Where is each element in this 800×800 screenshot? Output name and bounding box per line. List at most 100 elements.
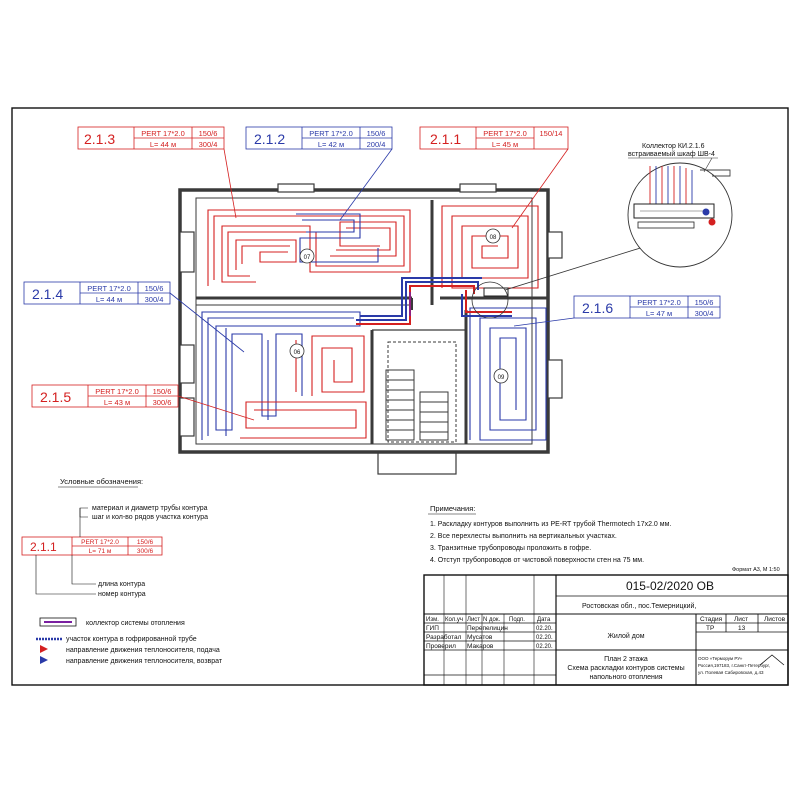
transit-pipes [356,277,512,325]
floor-plan [178,183,563,475]
label-circuit-2-1-1 [419,126,569,229]
header-list: Лист [467,617,480,623]
circuit-length: L= 47 м [646,309,672,318]
circuit-step: 150/6 [367,129,386,138]
circuit-length: L= 45 м [492,140,518,149]
circuit-id: 2.1.5 [40,389,71,405]
room-marker-06: 06 [294,350,301,356]
circuit-2-1-2-pipes [296,213,379,263]
name-developer: Мусатов [467,634,493,641]
supply-arrow-icon [40,645,48,653]
label-circuit-2-1-3 [77,126,237,219]
legend-sample-flow: 300/6 [137,548,154,555]
circuit-2-1-3-pipes [207,209,411,286]
date-checker: 02.20. [536,644,553,650]
notes-title: Примечания: [430,504,475,513]
scheme-line-1: Схема раскладки контуров системы [567,665,684,672]
room-marker-08: 08 [490,235,497,241]
legend-sample-id: 2.1.1 [30,540,57,554]
circuit-pipe: PERT 17*2.0 [483,129,527,138]
note-item: 3. Транзитные трубопроводы проложить в г… [430,544,591,552]
room-markers: 07 08 06 09 [289,228,509,384]
sheet-frame [11,107,789,686]
stage-label: Стадия [700,616,723,623]
circuit-pipe: PERT 17*2.0 [309,129,353,138]
object-name: Жилой дом [607,632,644,640]
date-developer: 02.20. [536,635,553,641]
circuit-length: L= 44 м [150,140,176,149]
legend-leaders [35,507,96,595]
sheet-label: Лист [734,616,748,623]
role-checker: Проверил [426,643,456,650]
circuit-step: 150/6 [145,284,164,293]
legend-sample-length: L= 71 м [89,548,112,555]
company-name: ООО «Терморум РУ» [698,656,743,661]
name-gip: Перепелицин [467,625,508,632]
circuit-pipe: PERT 17*2.0 [87,284,131,293]
circuit-length: L= 42 м [318,140,344,149]
title-block [423,574,789,686]
circuit-id: 2.1.1 [430,131,461,147]
circuit-id: 2.1.2 [254,131,285,147]
room-marker-09: 09 [498,375,505,381]
scheme-line-2: напольного отопления [589,674,662,681]
circuit-2-1-1-pipes [441,205,539,289]
header-izm: Изм. [426,617,439,623]
circuit-step: 150/14 [540,129,563,138]
circuit-length: L= 44 м [96,295,122,304]
circuit-pipe: PERT 17*2.0 [141,129,185,138]
legend-return: направление движения теплоносителя, возв… [66,658,223,665]
collector-zoom-circle [471,281,509,319]
circuit-step: 150/6 [199,129,218,138]
circuit-flow: 300/4 [695,309,714,318]
header-kolvo: Кол.уч [445,617,463,623]
company-address-2: ул. Полевая Сабировская, д.43 [698,670,764,675]
circuit-id: 2.1.3 [84,131,115,147]
note-item: 2. Все перехлесты выполнить на вертикаль… [430,533,617,540]
label-circuit-2-1-4 [23,281,245,353]
role-developer: Разработал [426,633,462,641]
circuit-id: 2.1.4 [32,286,63,302]
header-podp: Подп. [509,617,525,623]
date-gip: 02.20. [536,626,553,632]
note-item: 4. Отступ трубопроводов от чистовой пове… [430,556,644,564]
label-circuit-2-1-2 [245,126,393,221]
sheets-label: Листов [764,616,786,623]
name-checker: Макаров [467,643,494,650]
role-gip: ГИП [426,625,439,632]
note-item: 1. Раскладку контуров выполнить из PE-RT… [430,520,671,528]
circuit-step: 150/6 [695,298,714,307]
legend-sample-box [21,536,163,556]
legend-length: длина контура [98,581,145,588]
legend-title: Условные обозначения: [60,477,143,486]
circuit-flow: 200/4 [367,140,386,149]
circuit-flow: 300/4 [145,295,164,304]
room-marker-07: 07 [304,255,311,261]
label-circuit-2-1-6 [513,295,721,327]
plan-name: План 2 этажа [604,656,648,663]
circuit-2-1-4-pipes [201,311,361,440]
document-code: 015-02/2020 ОВ [626,579,714,593]
legend-number: номер контура [98,591,146,598]
circuit-step: 150/6 [153,387,172,396]
legend-step: шаг и кол-во рядов участка контура [92,514,208,521]
circuit-flow: 300/6 [153,398,172,407]
collector-on-plan [483,287,509,297]
circuit-id: 2.1.6 [582,300,613,316]
sheet-value: 13 [738,625,746,632]
legend-material: материал и диаметр трубы контура [92,504,208,512]
legend-sample-step: 150/6 [137,539,154,546]
legend-collector: коллектор системы отопления [86,620,185,627]
project-location: Ростовская обл., пос.Темерницкий, [582,602,696,610]
circuit-pipe: PERT 17*2.0 [95,387,139,396]
header-ndoc: N док. [483,617,500,623]
circuit-length: L= 43 м [104,398,130,407]
collector-label-1: Коллектор КИ.2.1.6 [642,143,705,150]
legend-collector-symbol [39,617,77,627]
collector-label-2: встраиваемый шкаф ШВ-4 [628,150,715,158]
legend-sample-pipe: PERT 17*2.0 [81,539,119,546]
circuit-flow: 300/4 [199,140,218,149]
collector-detail [627,162,733,268]
circuit-pipe: PERT 17*2.0 [637,298,681,307]
